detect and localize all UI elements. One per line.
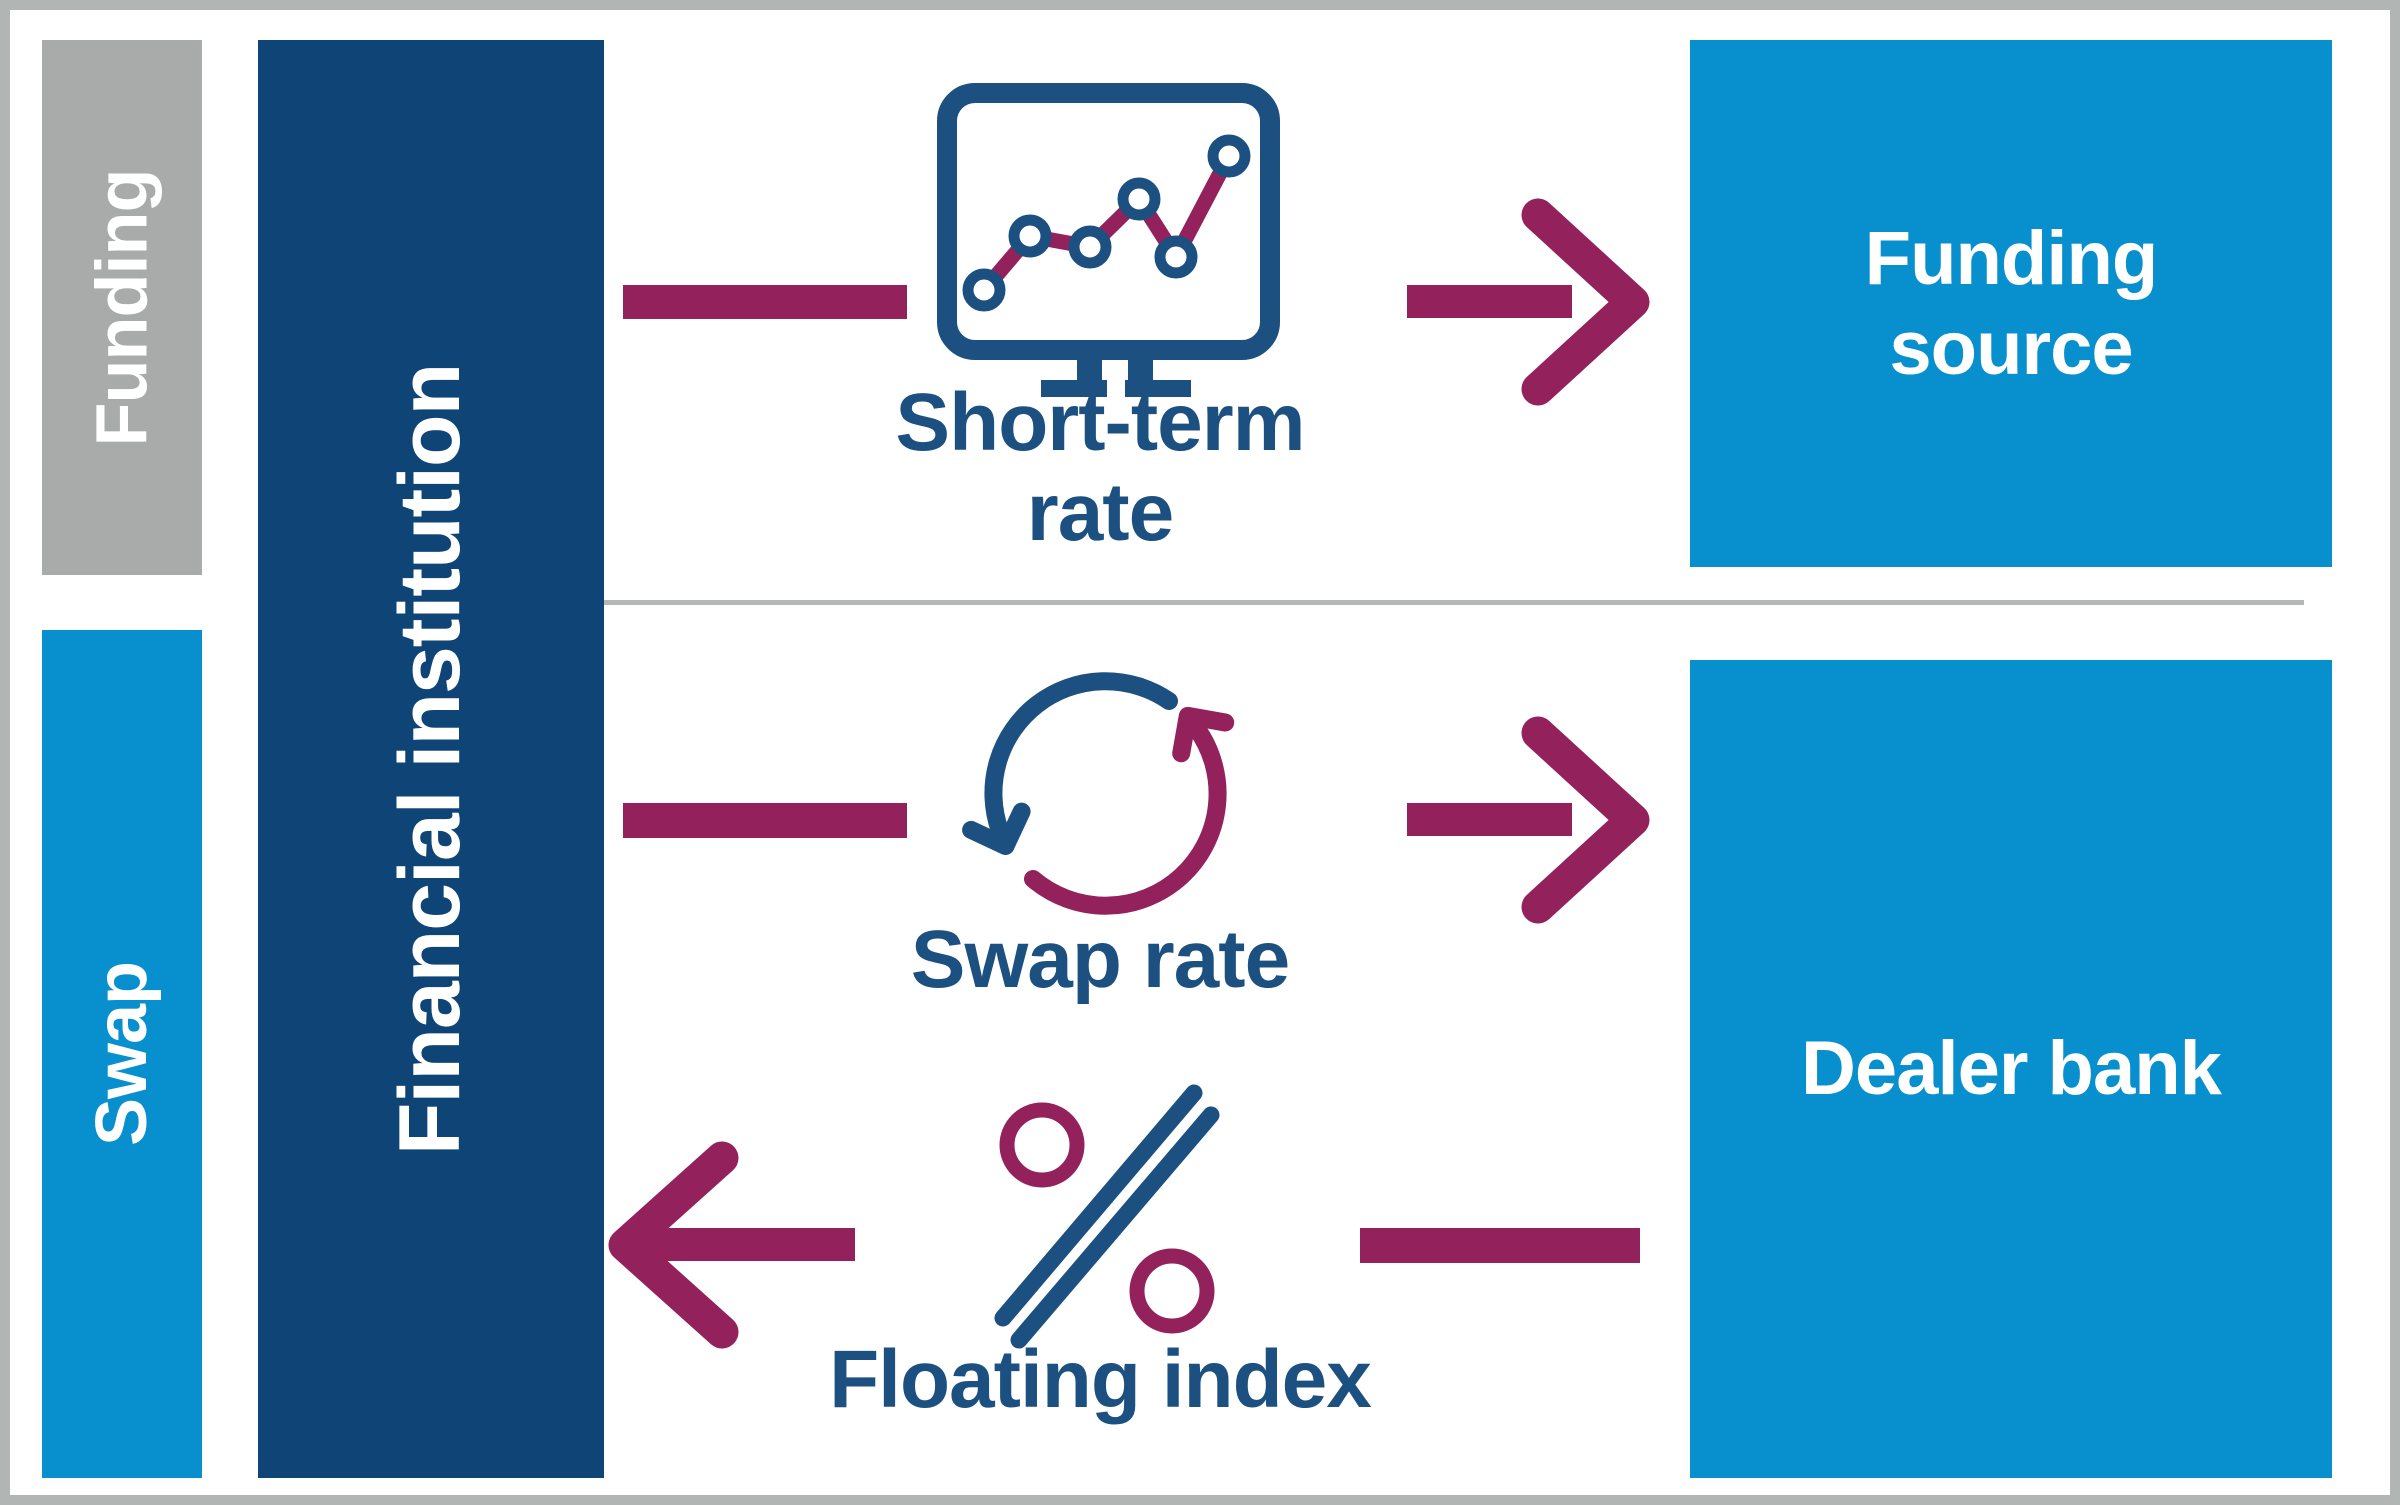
short-term-rate-label: Short-term rate [895,377,1305,559]
arrow-right-to-funding-source-icon [1407,198,1650,406]
cycle-arrows-icon [962,672,1235,915]
arrow-left-to-financial-institution-icon [608,1141,855,1349]
percent-icon [994,1084,1220,1349]
dealer-bank-box: Dealer bank [1690,660,2332,1478]
flow-bar-short-term-rate [623,285,907,319]
row-label-swap: Swap [42,630,202,1478]
flow-bar-floating-index [1360,1228,1640,1263]
funding-source-box: Funding source [1690,40,2332,567]
floating-index-label: Floating index [829,1334,1372,1425]
flow-bar-swap-rate [623,803,907,838]
funding-source-label: Funding source [1864,215,2159,391]
dealer-bank-label: Dealer bank [1801,1026,2222,1112]
arrow-right-to-dealer-bank-icon [1407,716,1650,924]
monitor-line-chart-icon [937,83,1280,397]
swap-rate-label: Swap rate [910,914,1290,1005]
row-label-funding: Funding [42,40,202,575]
financial-institution-label: Financial institution [382,363,479,1155]
row-label-swap-text: Swap [82,961,162,1147]
financial-institution-bar: Financial institution [258,40,604,1478]
section-divider [604,600,2304,605]
row-label-funding-text: Funding [82,169,163,446]
